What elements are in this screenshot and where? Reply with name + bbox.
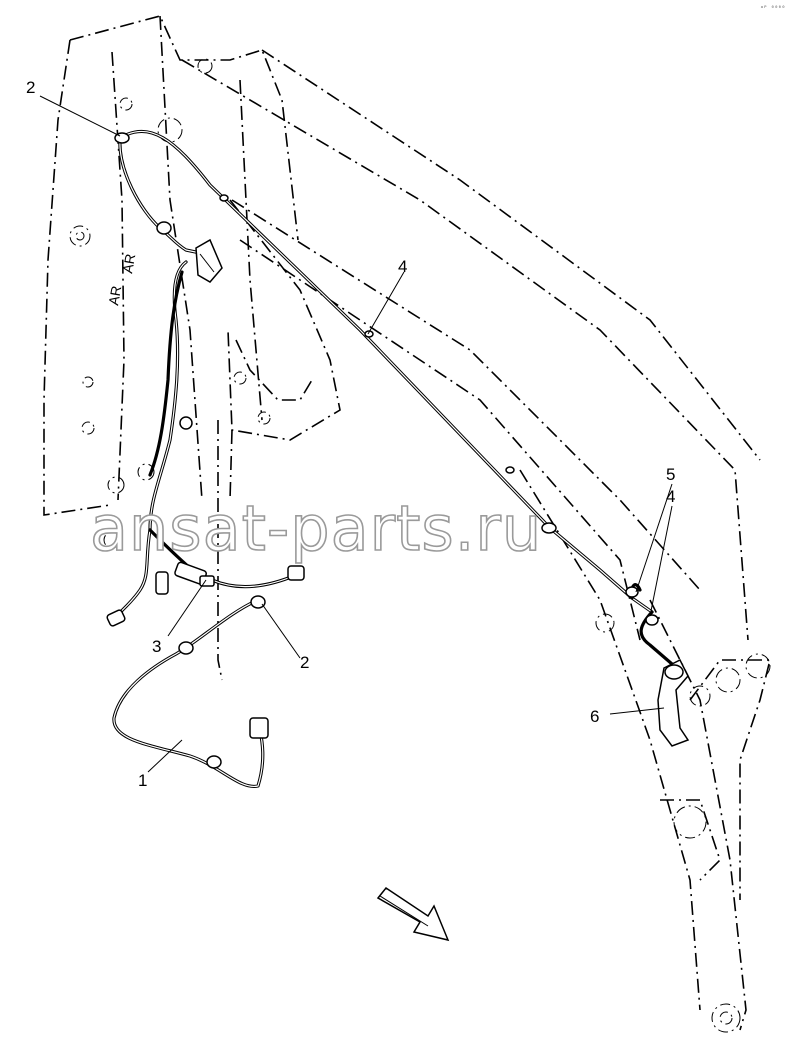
callout-label-2-bottom: 2	[300, 653, 309, 672]
svg-text:AR: AR	[119, 253, 138, 275]
callout-leaders	[39, 95, 673, 773]
svg-text:AR: AR	[105, 285, 124, 307]
callout-label-5: 5	[666, 465, 675, 484]
callout-label-2-top: 2	[26, 78, 35, 97]
callout-label-4-right: 4	[666, 487, 675, 506]
direction-arrow-icon	[376, 886, 450, 942]
lift-arm-phantom-outline	[181, 49, 772, 1033]
harness-wires	[112, 129, 674, 788]
callout-label-1: 1	[138, 771, 147, 790]
callout-label-6: 6	[590, 707, 599, 726]
callout-label-3: 3	[152, 637, 161, 656]
callout-label-4-top: 4	[398, 257, 407, 276]
harness-components	[106, 132, 690, 769]
watermark-text: ansat-parts.ru	[90, 492, 542, 565]
frame-phantom-outline: AR AR	[43, 15, 341, 681]
corner-reference-mark: ᵃᴾ ⁰⁰⁰⁰	[760, 5, 785, 12]
